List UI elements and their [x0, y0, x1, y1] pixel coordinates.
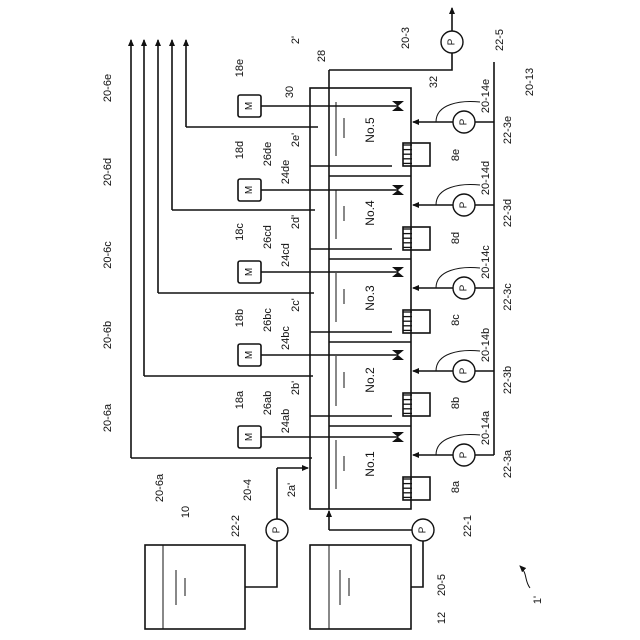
- label-l-20-14c: 20-14c: [480, 245, 492, 279]
- label-l-18a: 18a: [234, 390, 246, 409]
- dividers: [310, 166, 411, 426]
- label-l-18c: 18c: [234, 223, 246, 241]
- label-l-22-1: 22-1: [462, 515, 474, 537]
- label-l-20-3: 20-3: [400, 27, 412, 49]
- pump-symbol: P: [459, 451, 470, 458]
- pump-symbol: P: [459, 201, 470, 208]
- tank-12: [310, 511, 423, 629]
- label-l-20-5: 20-5: [436, 574, 448, 596]
- label-l-20-14e: 20-14e: [480, 79, 492, 113]
- label-no3: No.3: [363, 285, 377, 311]
- labels: 20-6e 20-6d 20-6c 20-6b 20-6a 20-6a 18e 18d 18c 1…: [102, 27, 544, 624]
- label-l-22-2: 22-2: [230, 515, 242, 537]
- label-l-26ab: 26ab: [262, 391, 274, 415]
- label-l-2c: 2c': [290, 298, 302, 312]
- label-l-22-5: 22-5: [494, 29, 506, 51]
- label-l-2a: 2a': [286, 483, 298, 497]
- pumps: P P P P P P P P: [266, 31, 494, 541]
- pump-symbol: P: [459, 118, 470, 125]
- label-l-12: 12: [436, 612, 448, 624]
- label-l-20-6d: 20-6d: [102, 158, 114, 186]
- label-l-32: 32: [428, 76, 440, 88]
- label-l-22-3b: 22-3b: [502, 366, 514, 394]
- label-no1: No.1: [363, 451, 377, 477]
- stage-5: M: [186, 40, 430, 166]
- label-no4: No.4: [363, 200, 377, 226]
- label-l-20-14d: 20-14d: [480, 161, 492, 195]
- label-l-20-13: 20-13: [524, 68, 536, 96]
- label-l-18d: 18d: [234, 141, 246, 159]
- label-no2: No.2: [363, 367, 377, 393]
- label-l-2p: 2': [290, 36, 302, 44]
- label-l-1p: 1': [532, 596, 544, 604]
- pump-symbol: P: [459, 284, 470, 291]
- label-l-24de: 24de: [280, 160, 292, 184]
- stage-3: M: [158, 40, 430, 333]
- label-l-30: 30: [284, 86, 296, 98]
- label-l-20-14a: 20-14a: [480, 410, 492, 445]
- label-l-20-4: 20-4: [242, 479, 254, 501]
- pump-symbol: P: [447, 38, 458, 45]
- label-l-8e: 8e: [450, 149, 462, 161]
- label-l-28: 28: [316, 50, 328, 62]
- motor-symbol: M: [244, 351, 255, 359]
- label-l-8b: 8b: [450, 397, 462, 409]
- label-l-20-14b: 20-14b: [480, 328, 492, 362]
- label-l-18e: 18e: [234, 59, 246, 77]
- motor-symbol: M: [244, 186, 255, 194]
- label-l-20-6e: 20-6e: [102, 74, 114, 102]
- label-no5: No.5: [363, 117, 377, 143]
- label-l-22-3e: 22-3e: [502, 116, 514, 144]
- label-l-24cd: 24cd: [280, 243, 292, 267]
- motor-symbol: M: [244, 433, 255, 441]
- label-l-2b: 2b': [290, 381, 302, 395]
- label-l-2d: 2d': [290, 215, 302, 229]
- label-l-20-6c: 20-6c: [102, 241, 114, 269]
- label-l-10: 10: [180, 506, 192, 518]
- label-l-18b: 18b: [234, 309, 246, 327]
- label-l-24bc: 24bc: [280, 326, 292, 350]
- label-l-2e: 2e': [290, 133, 302, 147]
- motor-symbol: M: [244, 268, 255, 276]
- label-l-20-6a-2: 20-6a: [154, 473, 166, 502]
- pump-symbol: P: [459, 367, 470, 374]
- label-l-26cd: 26cd: [262, 225, 274, 249]
- label-l-22-3c: 22-3c: [502, 283, 514, 311]
- label-l-20-6b: 20-6b: [102, 321, 114, 349]
- label-l-20-6a: 20-6a: [102, 403, 114, 432]
- label-l-22-3d: 22-3d: [502, 199, 514, 227]
- label-l-8c: 8c: [450, 314, 462, 326]
- label-l-8d: 8d: [450, 232, 462, 244]
- pump-symbol: P: [418, 526, 429, 533]
- label-l-26de: 26de: [262, 142, 274, 166]
- label-l-8a: 8a: [450, 480, 462, 493]
- pump-symbol: P: [272, 526, 283, 533]
- label-l-24ab: 24ab: [280, 409, 292, 433]
- tank-10: [145, 468, 308, 629]
- label-l-26bc: 26bc: [262, 308, 274, 332]
- label-l-22-3a: 22-3a: [502, 449, 514, 478]
- motor-symbol: M: [244, 102, 255, 110]
